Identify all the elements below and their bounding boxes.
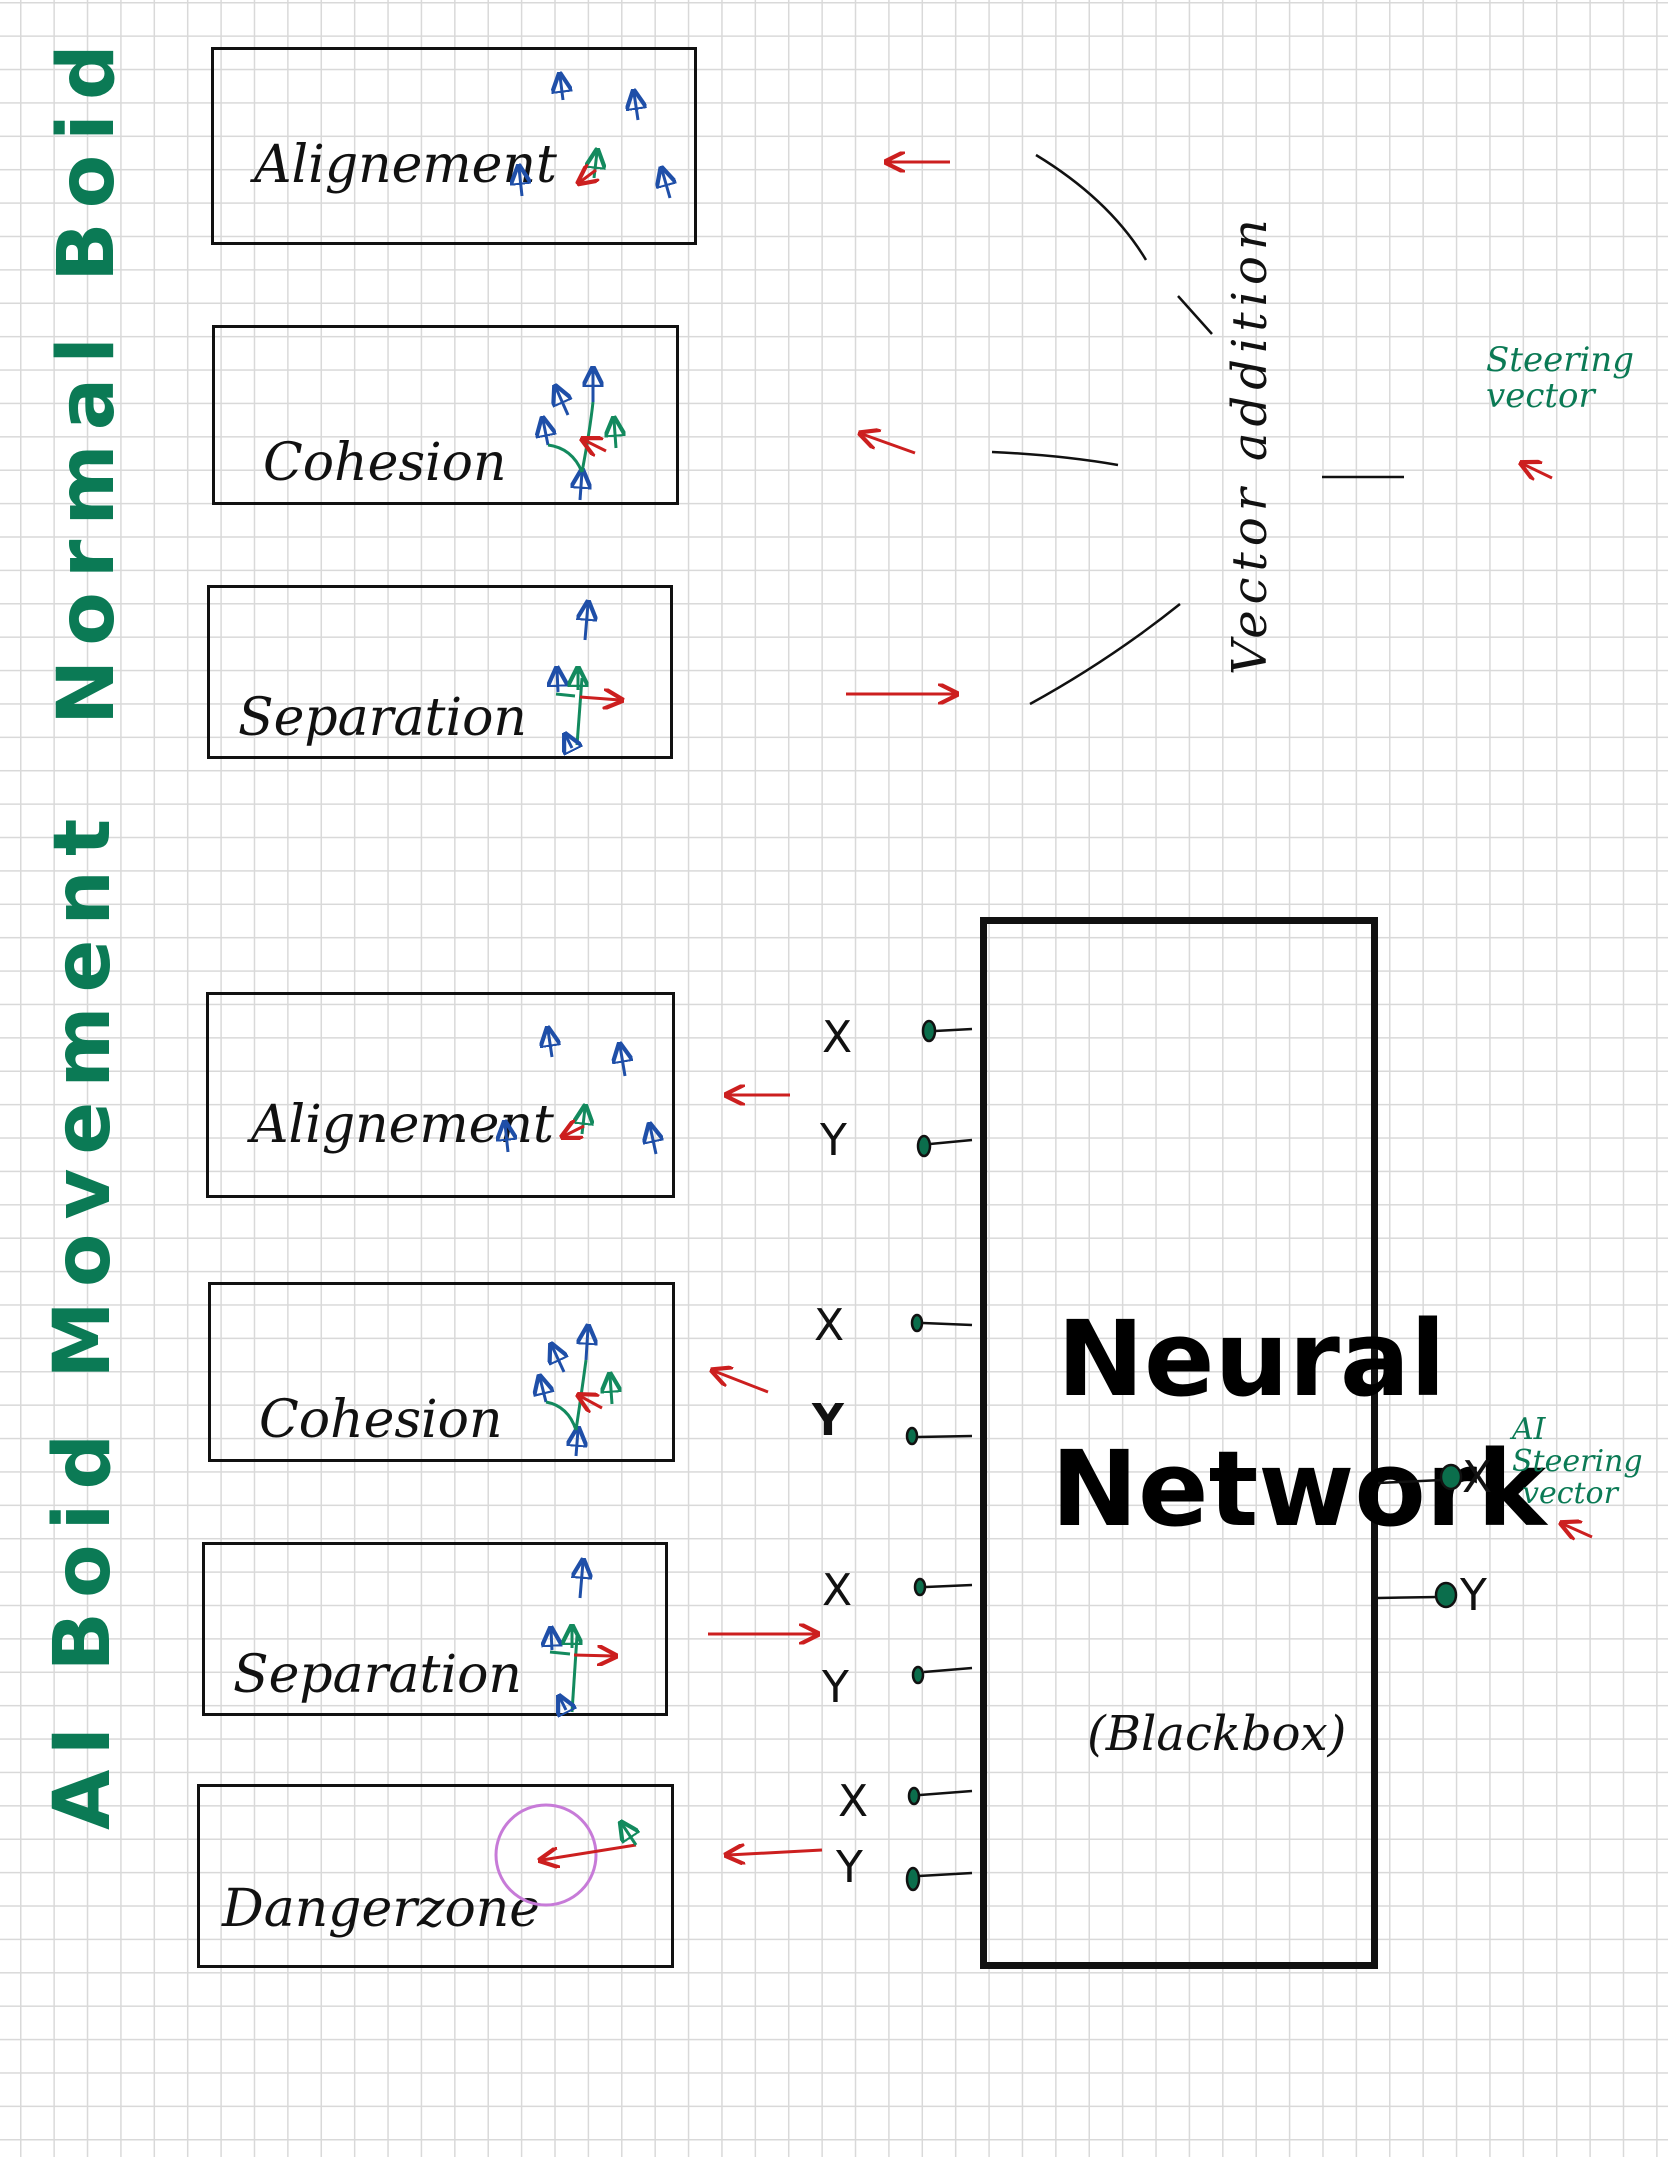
alignment-input-y: Y: [820, 1115, 847, 1166]
bottom-cohesion-label: Cohesion: [259, 1390, 503, 1450]
neural-network-subtitle: (Blackbox): [1087, 1706, 1347, 1762]
top-cohesion-label: Cohesion: [263, 433, 507, 493]
top-separation-box: Separation: [207, 585, 673, 759]
separation-input-x: X: [822, 1565, 853, 1616]
output-y: Y: [1460, 1570, 1487, 1621]
neural-network-title-line2: Network: [1051, 1428, 1547, 1550]
top-alignment-label: Alignement: [254, 135, 557, 195]
top-cohesion-box: Cohesion: [212, 325, 679, 505]
cohesion-input-y: Y: [812, 1395, 844, 1446]
nn-input-connectors: [905, 1019, 973, 1892]
dangerzone-input-x: X: [838, 1776, 869, 1827]
nn-output-connectors: [1377, 1463, 1463, 1609]
dangerzone-glyph: [494, 1803, 636, 1907]
top-alignment-boids: [519, 76, 670, 199]
top-separation-boids: [556, 604, 620, 748]
alignment-input-x: X: [822, 1012, 853, 1063]
ai-steering-vector-arrow: [1563, 1524, 1593, 1537]
bottom-separation-boids: [550, 1562, 614, 1712]
bottom-dangerzone-arrow: [728, 1850, 823, 1855]
ai-steering-vector-line2: vector: [1522, 1476, 1618, 1511]
cohesion-input-x: X: [814, 1300, 845, 1351]
bottom-cohesion-boids: [540, 1328, 612, 1457]
steering-vector-arrow: [1523, 464, 1553, 478]
steering-vector-line2: vector: [1486, 376, 1595, 416]
bottom-separation-label: Separation: [233, 1645, 522, 1705]
bottom-cohesion-box: Cohesion: [208, 1282, 675, 1462]
neural-network-title-line1: Neural: [1057, 1298, 1446, 1420]
top-alignment-box: Alignement: [211, 47, 697, 245]
output-x: X: [1462, 1452, 1493, 1503]
bottom-alignment-boids: [505, 1030, 656, 1155]
bottom-cohesion-arrow: [714, 1371, 769, 1394]
neural-network-title: Neural Network: [1051, 1294, 1546, 1554]
steering-vector-label: Steering vector: [1486, 342, 1634, 414]
top-cohesion-boids: [543, 370, 616, 501]
vector-addition-strokes: [991, 153, 1404, 706]
ai-steering-vector-label: AI Steering vector: [1512, 1414, 1668, 1510]
steering-vector-line1: Steering: [1486, 340, 1634, 380]
bottom-dangerzone-label: Dangerzone: [222, 1879, 541, 1939]
top-separation-label: Separation: [238, 688, 527, 748]
bottom-separation-box: Separation: [202, 1542, 668, 1716]
ai-steering-vector-line1: AI Steering: [1512, 1412, 1643, 1479]
dangerzone-input-y: Y: [836, 1842, 863, 1893]
separation-input-y: Y: [822, 1662, 849, 1713]
neural-network-box: Neural Network (Blackbox): [980, 917, 1546, 1969]
bottom-dangerzone-box: Dangerzone: [197, 1784, 674, 1968]
top-cohesion-arrow: [862, 434, 916, 455]
